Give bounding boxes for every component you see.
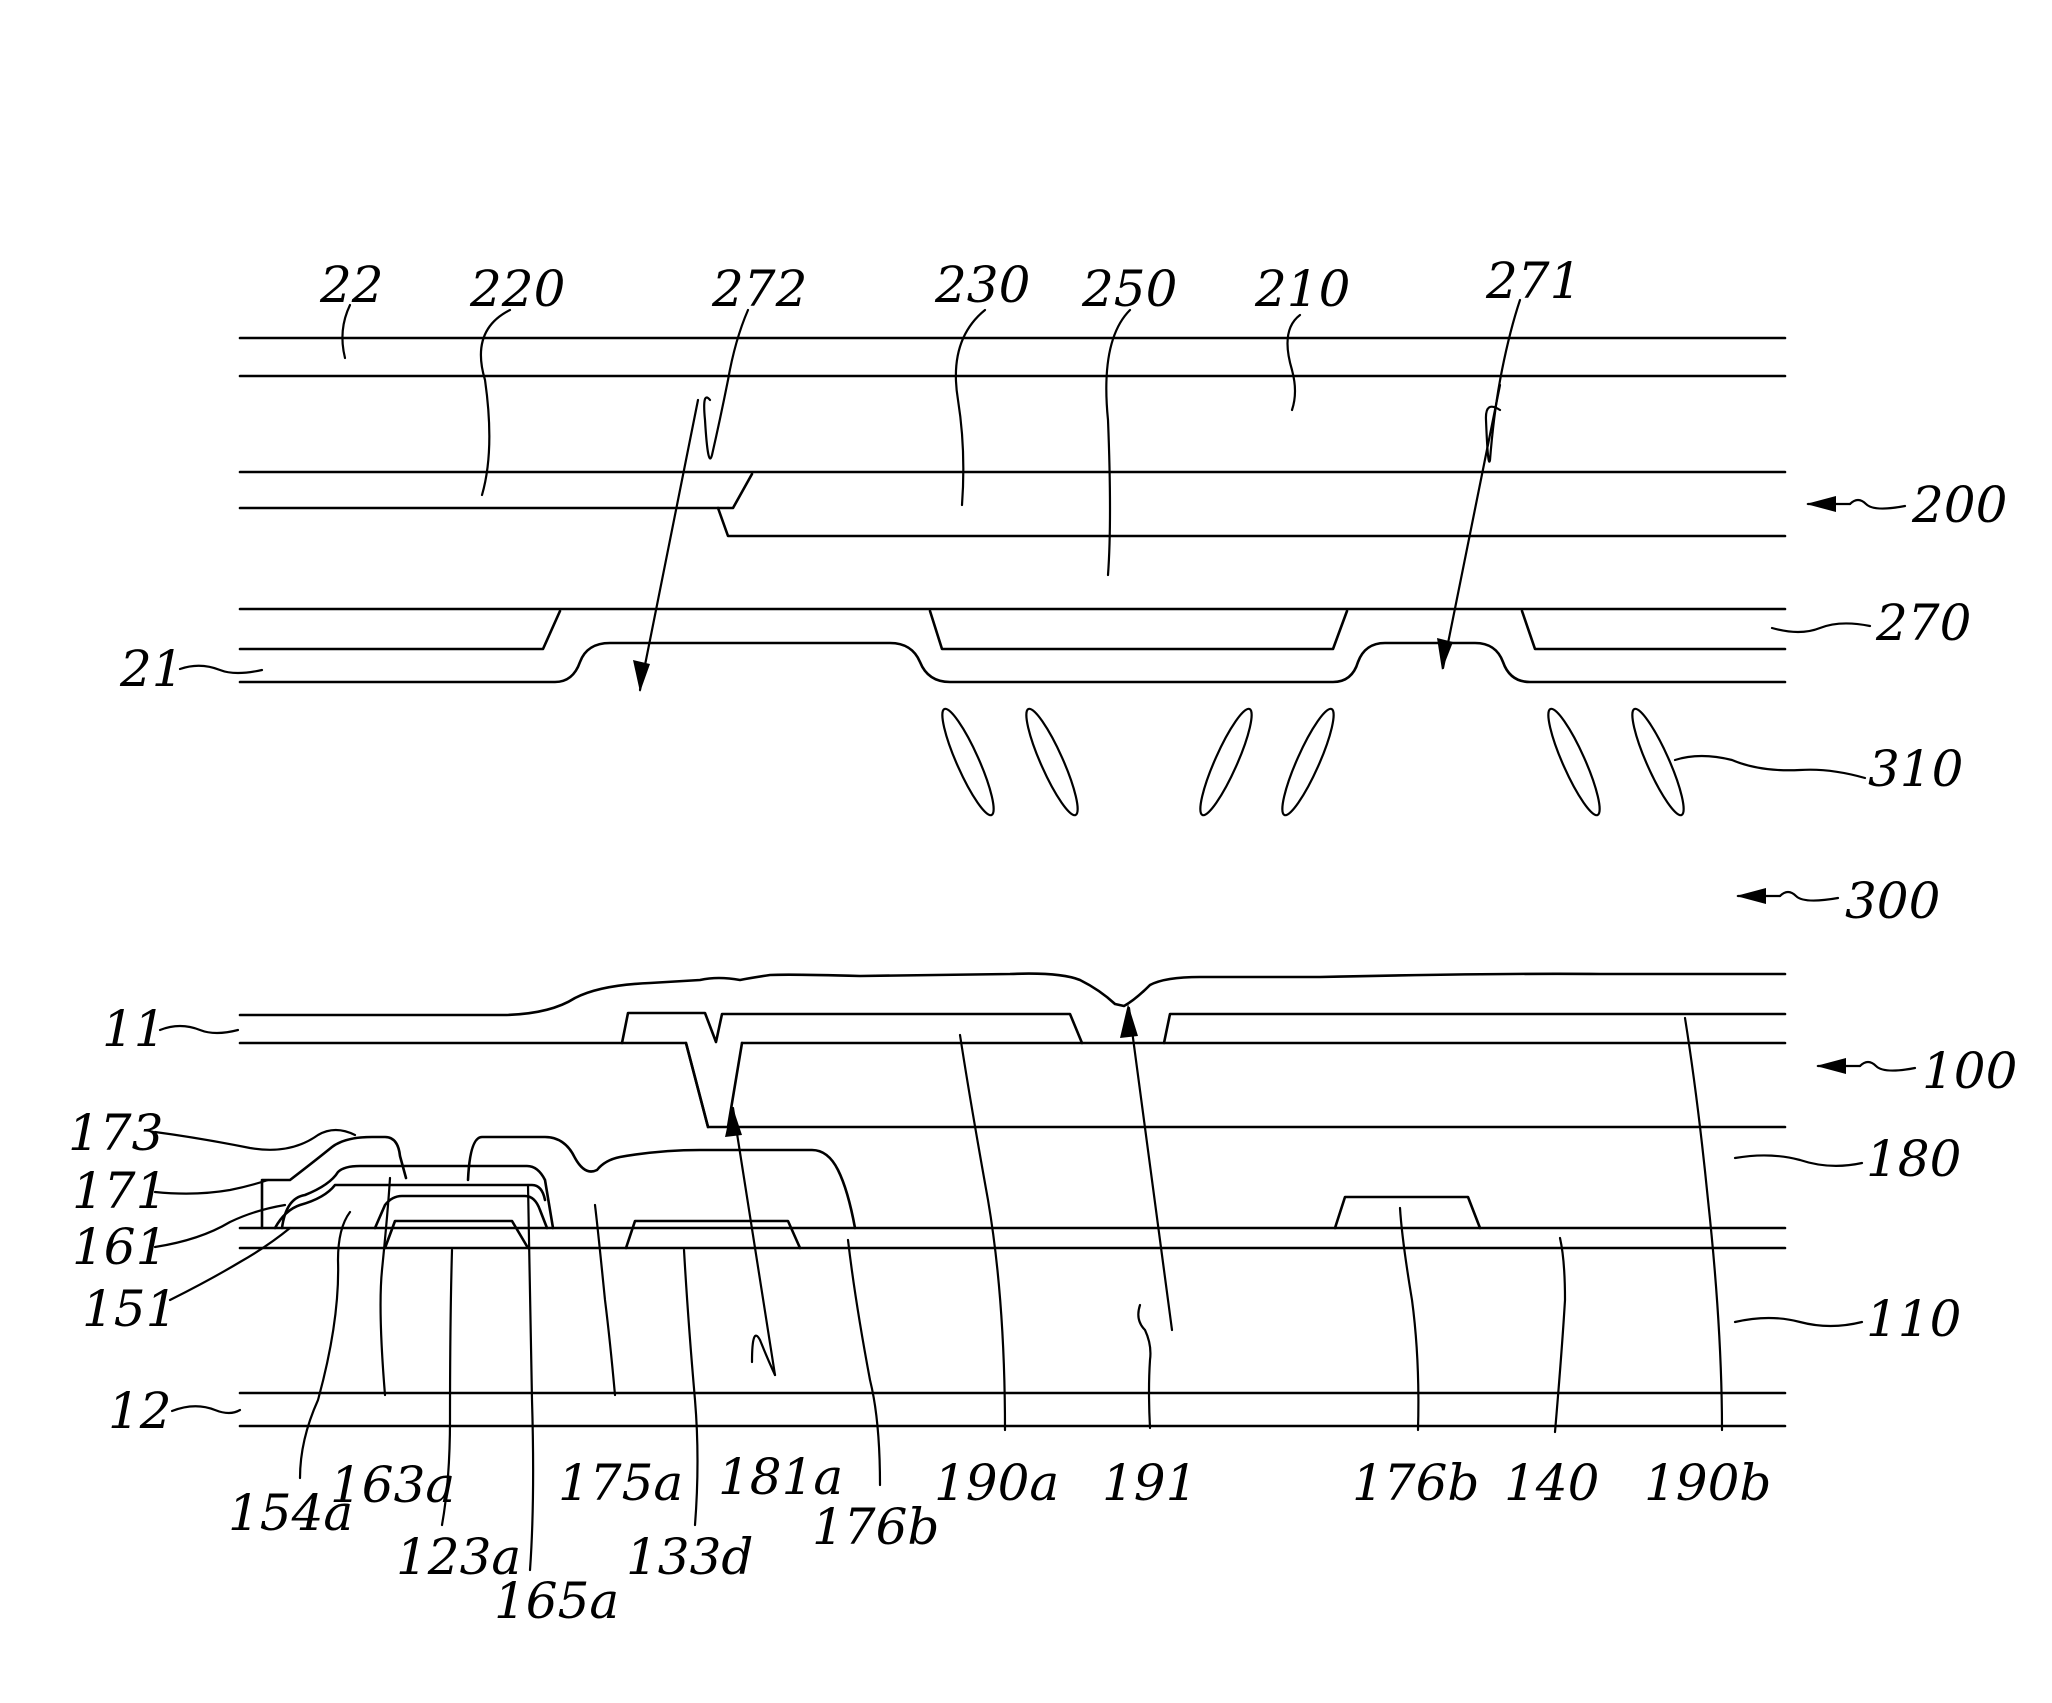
arrow-181a-head: [725, 1105, 742, 1137]
arrow-271: [1443, 385, 1500, 668]
label-110: 110: [1866, 1290, 1961, 1348]
tilde-100: [1860, 1062, 1915, 1071]
leader-171: [155, 1180, 268, 1194]
leader-270: [1772, 623, 1870, 632]
arrows: [633, 385, 1915, 1375]
leader-190a: [960, 1035, 1005, 1430]
leader-175a: [595, 1205, 615, 1395]
label-191: 191: [1102, 1454, 1197, 1512]
upper-panel: [240, 338, 1785, 682]
label-151: 151: [82, 1280, 177, 1338]
label-140: 140: [1504, 1454, 1599, 1512]
lower-substrate-110: [240, 1393, 1785, 1426]
leader-21: [180, 666, 262, 673]
leader-110: [1735, 1318, 1862, 1326]
label-190b: 190b: [1644, 1454, 1771, 1512]
label-220: 220: [469, 260, 565, 318]
label-250: 250: [1081, 260, 1177, 318]
leader-165a: [528, 1185, 533, 1570]
leader-180: [1735, 1155, 1862, 1165]
color-filter-230: [718, 508, 1785, 536]
label-133d: 133d: [626, 1528, 753, 1586]
leader-154a: [300, 1212, 350, 1478]
label-270: 270: [1875, 594, 1971, 652]
leader-11: [160, 1026, 238, 1033]
gate-electrode-123a: [385, 1221, 528, 1248]
arrow-191-head: [1120, 1004, 1138, 1038]
arrow-272-head: [633, 660, 650, 692]
arrow-100-head: [1816, 1058, 1846, 1074]
leader-176b-1: [848, 1240, 880, 1485]
leader-271: [1486, 300, 1520, 462]
label-272: 272: [711, 260, 807, 318]
lc-molecule: [1018, 705, 1085, 820]
arrow-300-head: [1736, 888, 1766, 904]
leader-190b: [1685, 1018, 1722, 1430]
passivation-180: [240, 1043, 1785, 1127]
label-21: 21: [119, 640, 184, 698]
leader-310: [1675, 756, 1865, 778]
label-176b-2: 176b: [1352, 1454, 1479, 1512]
label-171: 171: [72, 1162, 167, 1220]
polarizer-22: [240, 338, 1785, 376]
label-175a: 175a: [558, 1454, 683, 1512]
lc-molecule: [1624, 705, 1691, 820]
storage-electrode-176b: [1335, 1197, 1480, 1228]
label-12: 12: [108, 1382, 172, 1440]
tilde-200: [1850, 500, 1905, 509]
semiconductor-151: [375, 1196, 547, 1228]
storage-electrode-133d: [626, 1221, 800, 1248]
label-180: 180: [1866, 1130, 1961, 1188]
label-310: 310: [1868, 740, 1963, 798]
label-22: 22: [319, 256, 384, 314]
label-173: 173: [68, 1104, 163, 1162]
arrow-272: [640, 400, 698, 690]
lower-panel: [240, 974, 1785, 1426]
leader-lines: [155, 300, 1870, 1570]
leader-161: [155, 1205, 285, 1247]
label-11: 11: [102, 1000, 166, 1058]
leader-272: [704, 310, 748, 458]
lc-molecule: [934, 705, 1001, 820]
liquid-crystal-layer-310: [934, 705, 1691, 820]
pixel-electrode-190b: [1164, 1014, 1785, 1043]
label-176b-1: 176b: [812, 1498, 939, 1556]
leader-210: [1288, 315, 1301, 410]
gate-insulator-140: [240, 1228, 1785, 1248]
label-163a: 163a: [330, 1456, 455, 1514]
labels: 22 220 272 230 250 210 271 200 270 21 31…: [68, 252, 2017, 1630]
arrow-200-head: [1806, 496, 1836, 512]
label-200: 200: [1911, 476, 2007, 534]
label-161: 161: [72, 1218, 167, 1276]
leader-173: [155, 1130, 355, 1150]
leader-140: [1555, 1238, 1565, 1432]
label-230: 230: [934, 256, 1030, 314]
label-100: 100: [1922, 1042, 2017, 1100]
leader-176b-2: [1400, 1208, 1418, 1430]
label-210: 210: [1254, 260, 1350, 318]
leader-191: [1138, 1305, 1150, 1428]
pixel-electrode-190a: [622, 1013, 1082, 1043]
label-300: 300: [1845, 872, 1940, 930]
lc-molecule: [1192, 705, 1259, 820]
leader-12: [172, 1406, 240, 1413]
common-electrode-270: [240, 611, 1785, 649]
lc-molecule: [1540, 705, 1607, 820]
tilde-300: [1780, 892, 1838, 901]
leader-133d: [684, 1250, 698, 1525]
label-165a: 165a: [494, 1572, 619, 1630]
drain-electrode-175a: [468, 1137, 855, 1228]
arrow-191: [1129, 1008, 1172, 1330]
black-matrix-220: [240, 474, 752, 508]
lc-molecule: [1274, 705, 1341, 820]
arrow-271-head: [1437, 638, 1453, 670]
label-271: 271: [1485, 252, 1581, 310]
arrow-181a: [733, 1108, 775, 1375]
alignment-layer-11: [240, 974, 1785, 1015]
label-190a: 190a: [934, 1454, 1059, 1512]
